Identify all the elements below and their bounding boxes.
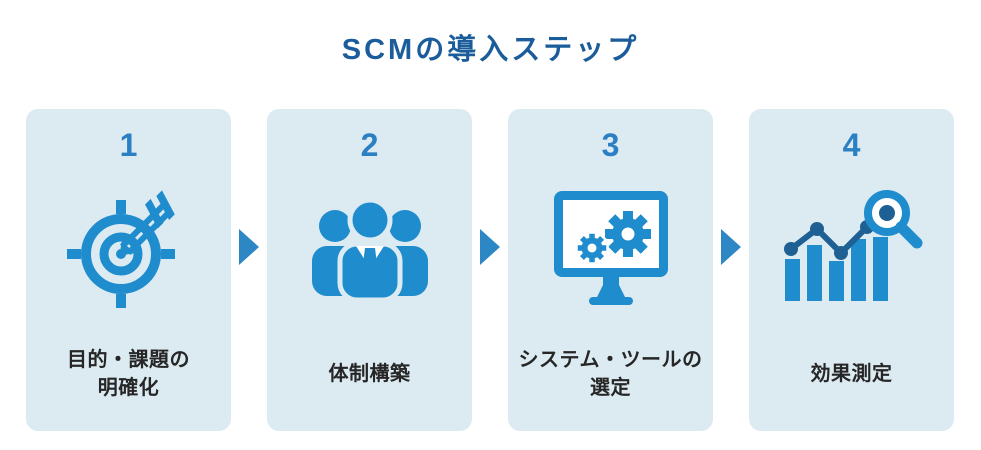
- chart-analysis-icon: [777, 171, 927, 321]
- step-number: 4: [842, 127, 861, 163]
- step-card-2: 2 体制構築: [267, 109, 472, 431]
- step-label: システム・ツールの 選定: [518, 349, 703, 399]
- target-dart-icon: [66, 190, 175, 308]
- step-arrow: [472, 109, 508, 431]
- diagram-title: SCMの導入ステップ: [341, 34, 640, 66]
- chart-analysis-icon: [783, 190, 922, 301]
- step-number: 1: [119, 127, 138, 163]
- monitor-gears-icon: [553, 191, 668, 305]
- step-arrow: [231, 109, 267, 431]
- steps-row: 1: [26, 109, 955, 431]
- right-arrow-icon: [239, 229, 259, 265]
- step-label: 体制構築: [328, 363, 411, 385]
- step-label: 効果測定: [810, 363, 893, 385]
- step-card-3: 3: [508, 109, 713, 431]
- team-icon: [300, 171, 440, 321]
- right-arrow-icon: [721, 229, 741, 265]
- step-number: 2: [360, 127, 379, 163]
- target-dart-icon: [63, 171, 195, 321]
- step-card-1: 1: [26, 109, 231, 431]
- step-number: 3: [601, 127, 620, 163]
- team-icon: [311, 197, 428, 302]
- step-label: 目的・課題の 明確化: [67, 349, 190, 399]
- step-card-4: 4: [749, 109, 954, 431]
- monitor-gears-icon: [546, 171, 676, 321]
- step-arrow: [713, 109, 749, 431]
- right-arrow-icon: [480, 229, 500, 265]
